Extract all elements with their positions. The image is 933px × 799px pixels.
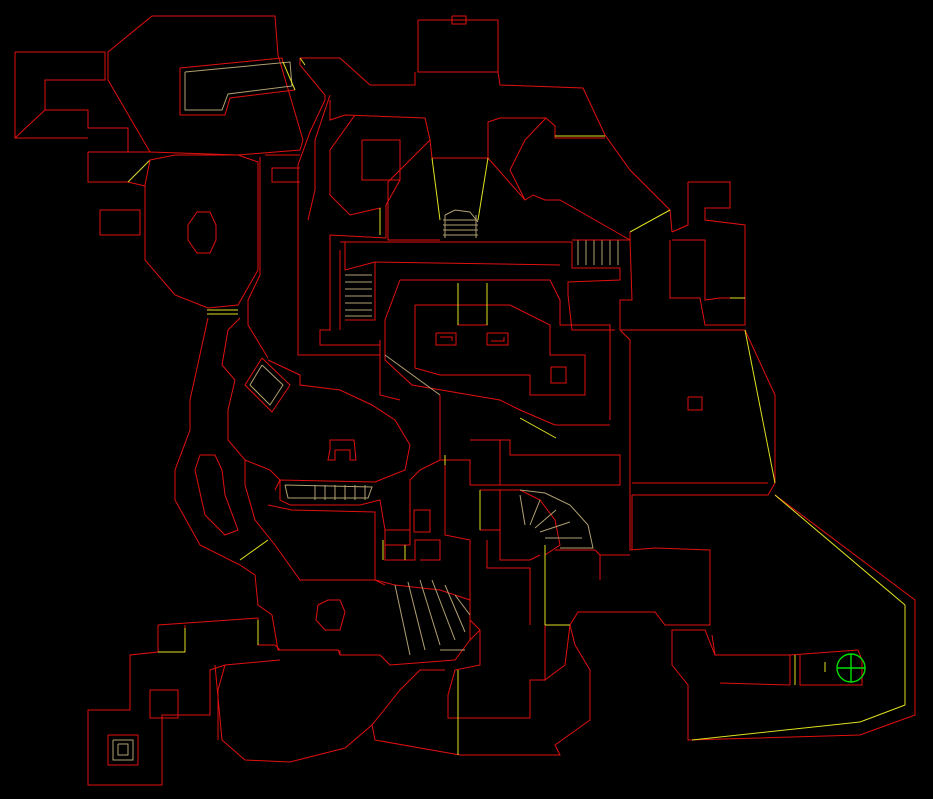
map-region-central [339,232,633,439]
map-region-east [545,181,916,741]
map-region-corridors [379,340,630,580]
map-region-west-hall [99,154,259,315]
map-region-north [247,15,673,359]
player-marker [836,653,866,683]
map-region-southwest [174,317,471,666]
map-region-far-southwest [87,617,373,786]
map-region-northwest [14,15,304,187]
map-region-south-central [371,395,621,756]
